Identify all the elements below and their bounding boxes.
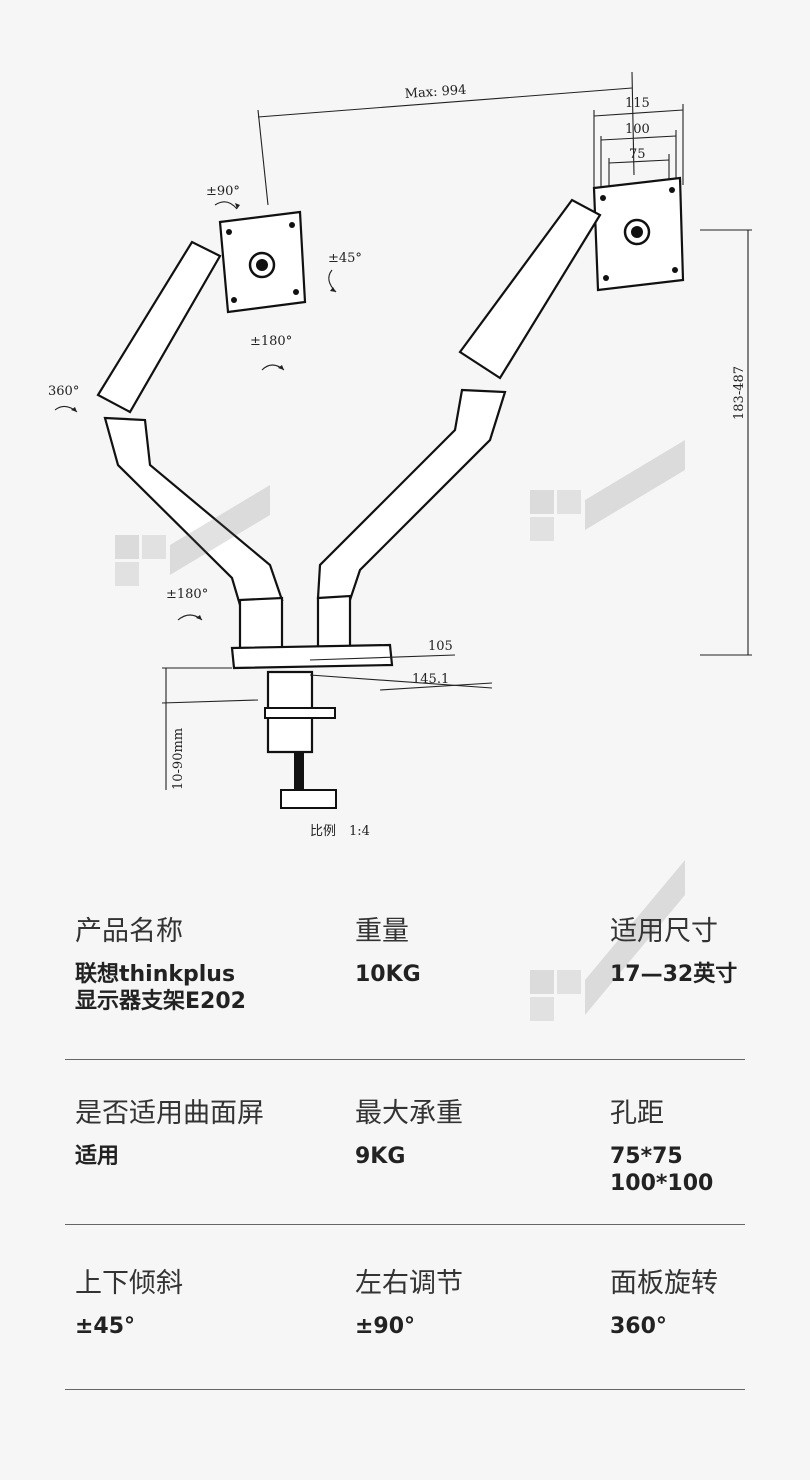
- height-dimension: 183-487: [700, 229, 752, 656]
- vesa-75-label: 75: [629, 147, 646, 162]
- spec-row: 产品名称 联想thinkplus 显示器支架E202 重量 10KG 适用尺寸 …: [65, 905, 745, 1060]
- watermark-logo-icon: [530, 860, 685, 1021]
- left-vesa-plate: [218, 210, 307, 314]
- tilt-45-label: ±45°: [328, 251, 362, 266]
- spec-row: 上下倾斜 ±45° 左右调节 ±90° 面板旋转 360°: [65, 1225, 745, 1390]
- left-arm: [96, 240, 284, 652]
- height-range-label: 183-487: [732, 366, 747, 420]
- tilt-90-label: ±90°: [206, 184, 240, 199]
- spec-tilt: 上下倾斜 ±45°: [75, 1268, 183, 1339]
- row-divider: [65, 1389, 745, 1390]
- spec-hole-spacing: 孔距 75*75 100*100: [610, 1098, 714, 1196]
- right-arm: [316, 198, 602, 652]
- spec-table: 产品名称 联想thinkplus 显示器支架E202 重量 10KG 适用尺寸 …: [65, 905, 745, 1390]
- rotate-360-label: 360°: [48, 384, 79, 399]
- spec-product-name: 产品名称 联想thinkplus 显示器支架E202: [75, 916, 246, 1014]
- desk-base: [230, 643, 394, 809]
- vesa-dimensions: 115 100 75: [593, 96, 684, 190]
- scale-label: 比例 1:4: [310, 824, 370, 839]
- base-1451-label: 145.1: [412, 672, 449, 687]
- vesa-115-label: 115: [625, 96, 650, 111]
- clamp-range-label: 10-90mm: [171, 728, 186, 790]
- spec-screen-size: 适用尺寸 17—32英寸: [610, 916, 738, 987]
- watermark-logo-icon: [530, 440, 685, 541]
- rotation-arrow-icons: [54, 201, 337, 621]
- spec-curved-screen: 是否适用曲面屏 适用: [75, 1098, 264, 1169]
- base-105-label: 105: [428, 639, 453, 654]
- max-reach-label: Max: 994: [404, 83, 467, 102]
- rotate-180-base-label: ±180°: [166, 587, 208, 602]
- spec-max-load: 最大承重 9KG: [355, 1098, 463, 1169]
- base-dimensions: 105 145.1 10-90mm 比例 1:4: [161, 639, 493, 839]
- max-reach-dimension: Max: 994: [257, 71, 635, 206]
- spec-row: 是否适用曲面屏 适用 最大承重 9KG 孔距 75*75 100*100: [65, 1060, 745, 1225]
- vesa-100-label: 100: [625, 122, 650, 137]
- spec-rotation: 面板旋转 360°: [610, 1268, 718, 1339]
- right-vesa-plate: [592, 176, 685, 292]
- row-divider: [65, 1059, 745, 1060]
- watermark-logo-icon: [115, 485, 270, 586]
- spec-weight: 重量 10KG: [355, 916, 421, 987]
- rotate-180-top-label: ±180°: [250, 334, 292, 349]
- product-dimension-diagram: Max: 994 115 100 75 183-487: [48, 71, 752, 839]
- row-divider: [65, 1224, 745, 1225]
- spec-swivel: 左右调节 ±90°: [355, 1268, 463, 1339]
